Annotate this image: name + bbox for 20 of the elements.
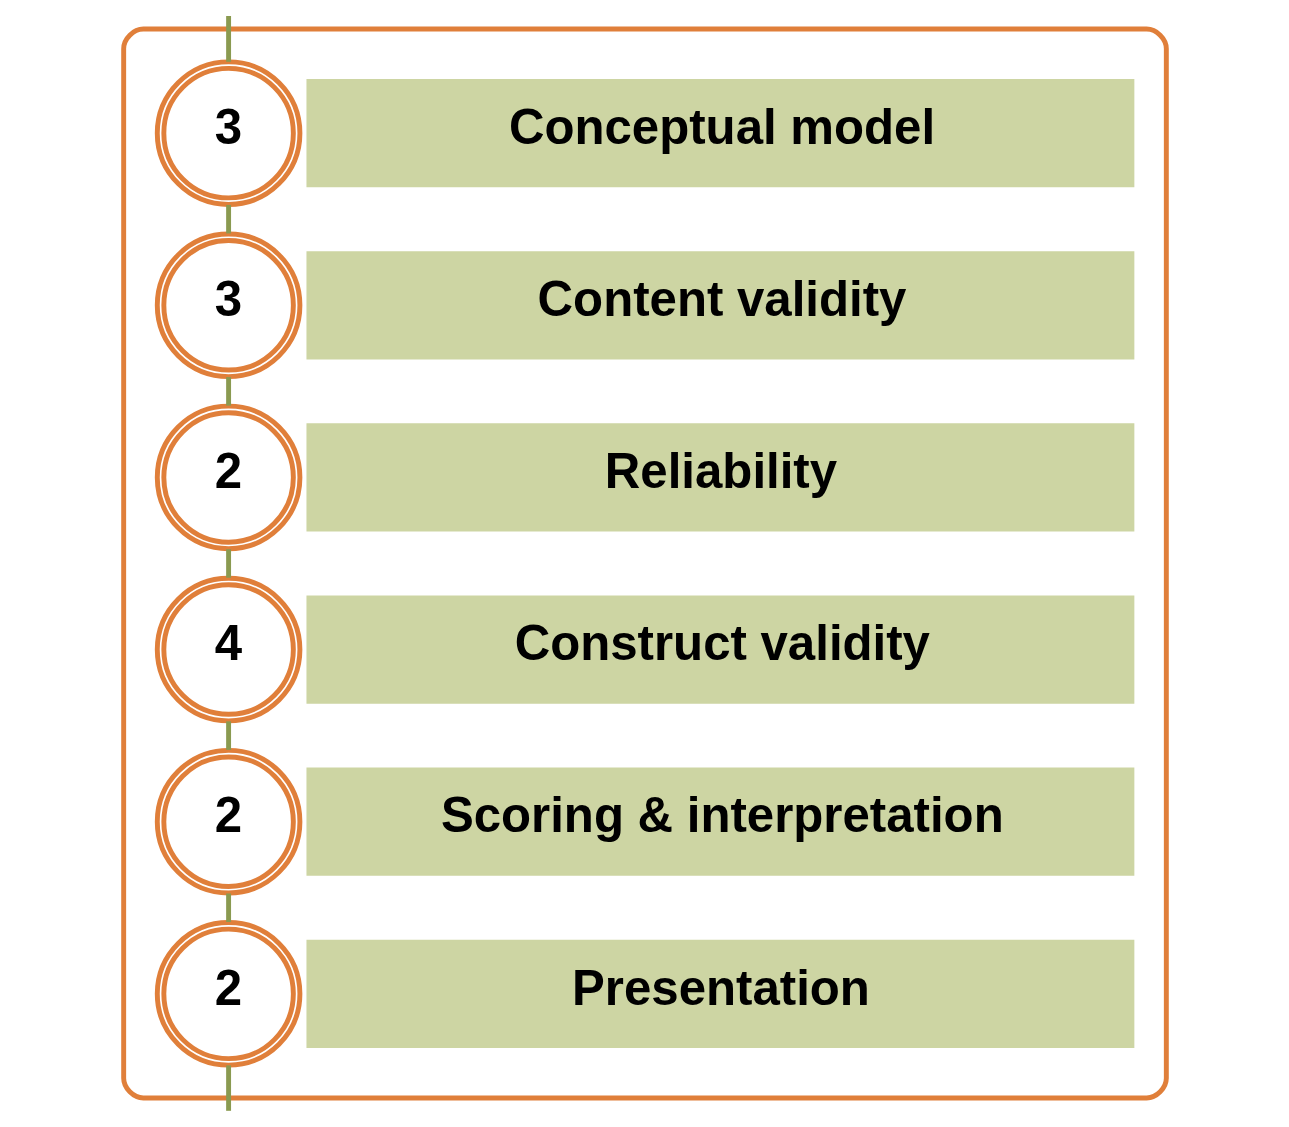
node-circle: 3: [154, 231, 302, 380]
node-circle: 2: [154, 403, 302, 552]
node-box: Reliability: [305, 423, 1134, 532]
node-box: Content validity: [305, 251, 1134, 360]
node-circle: 3: [154, 59, 302, 207]
connector: [225, 204, 231, 234]
node-circle: 4: [154, 575, 302, 724]
node-box: Presentation: [305, 939, 1134, 1048]
connector: [225, 1065, 231, 1111]
node-circle: 2: [154, 920, 302, 1068]
connector: [225, 893, 231, 922]
connector: [225, 16, 231, 62]
node-circle: 2: [154, 747, 302, 896]
cluster: [120, 26, 1169, 1101]
node-box: Conceptual model: [305, 79, 1134, 188]
connector: [225, 721, 231, 750]
node-box: Construct validity: [305, 595, 1134, 704]
node-box: Scoring & interpretation: [305, 767, 1134, 876]
connector: [225, 377, 231, 406]
connector: [225, 549, 231, 578]
